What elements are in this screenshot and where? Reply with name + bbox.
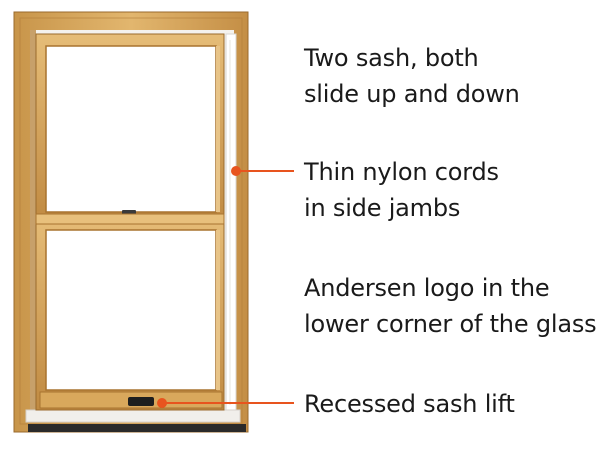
sash-lift	[128, 397, 154, 406]
callout-line: Thin nylon cords	[304, 158, 499, 186]
lower-sash	[35, 213, 225, 411]
callout-line: slide up and down	[304, 80, 520, 108]
callout-nylon-cords: Thin nylon cords in side jambs	[304, 154, 499, 226]
callout-line: lower corner of the glass	[304, 310, 597, 338]
upper-sash	[35, 33, 225, 223]
callout-sash-lift: Recessed sash lift	[304, 386, 515, 422]
callout-line: Two sash, both	[304, 44, 479, 72]
callout-cords-leader	[231, 166, 294, 176]
callout-line: Recessed sash lift	[304, 390, 515, 418]
callout-line: in side jambs	[304, 194, 461, 222]
callout-lift-leader	[157, 398, 294, 408]
callout-line: Andersen logo in the	[304, 274, 550, 302]
callout-andersen-logo: Andersen logo in the lower corner of the…	[304, 270, 597, 342]
callout-two-sash: Two sash, both slide up and down	[304, 40, 520, 112]
